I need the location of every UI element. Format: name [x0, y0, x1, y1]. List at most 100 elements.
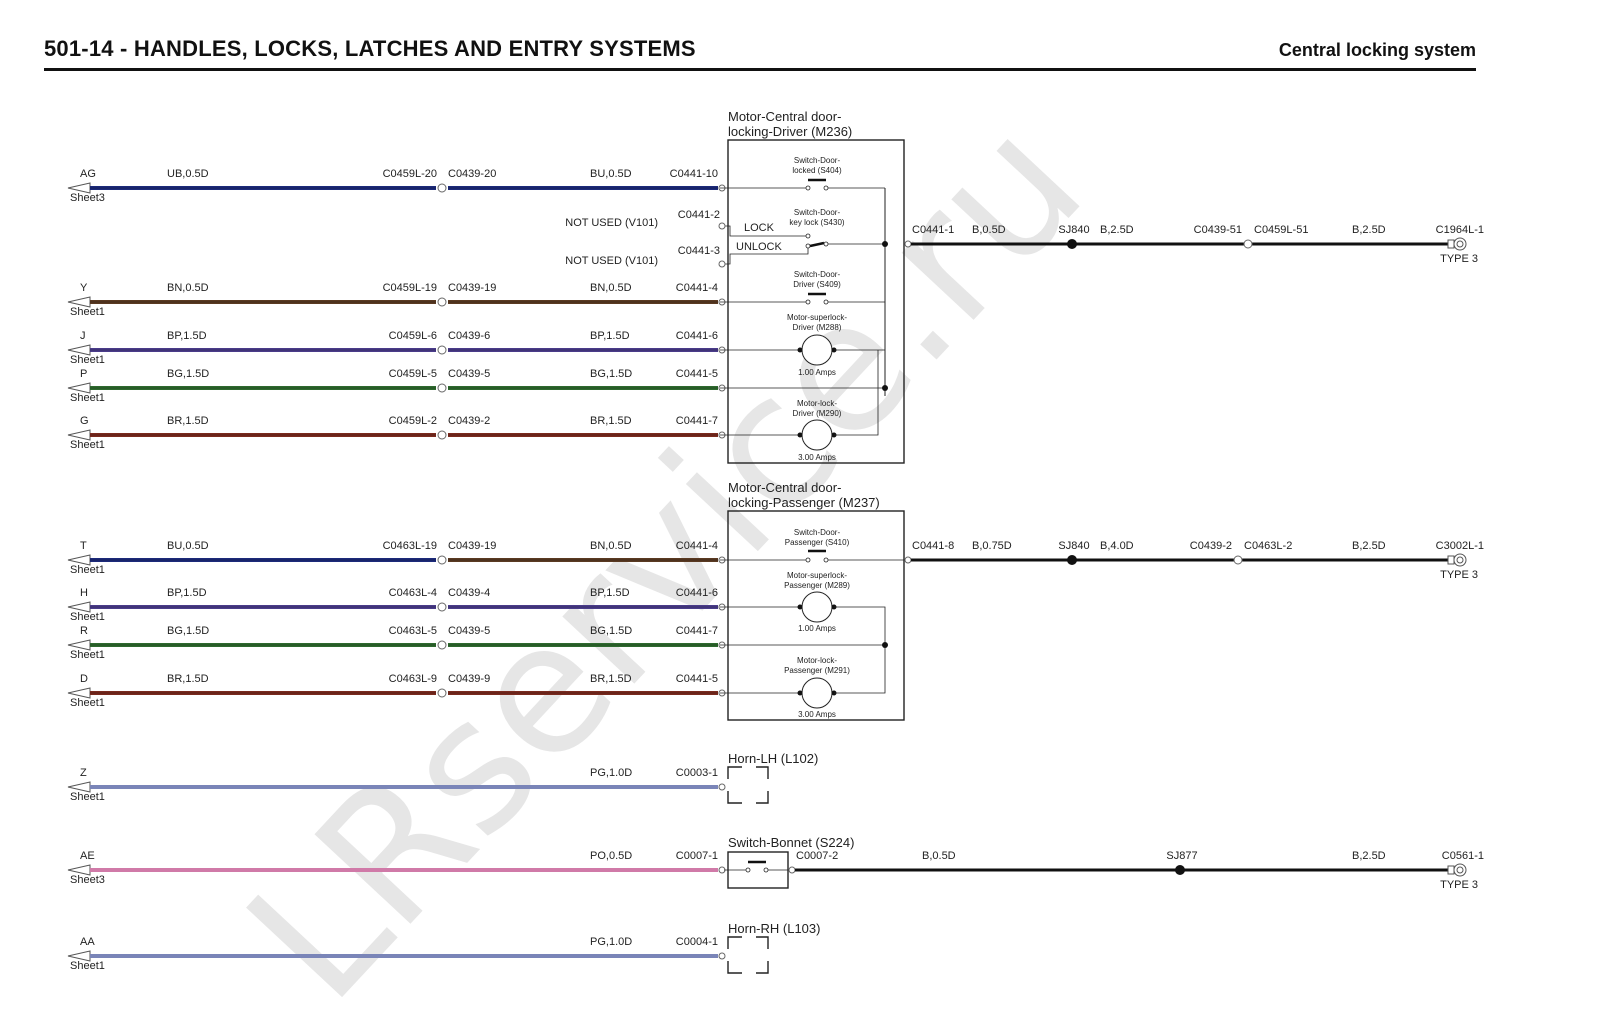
inline-connector-d: [437, 688, 447, 698]
pin-z: [718, 783, 726, 791]
sheet-ref-r: Sheet1: [70, 649, 105, 661]
pin-aa: [718, 952, 726, 960]
ground-end-1: C1964L-1: [1436, 224, 1484, 236]
sheet-ref-p: Sheet1: [70, 392, 105, 404]
inline-connector-t: [437, 555, 447, 565]
horn-lh-symbol: [727, 766, 769, 804]
s430-contact-common: [823, 241, 829, 247]
m237-title-1: Motor-Central door-: [728, 480, 841, 495]
ground-w1-2: B,0.75D: [972, 540, 1012, 552]
conn2-ag: C0439-20: [448, 168, 496, 180]
conn2-y: C0439-19: [448, 282, 496, 294]
m290-motor-symbol: [801, 419, 833, 451]
ground-pin-2: [904, 556, 912, 564]
m289-motor-symbol: [801, 591, 833, 623]
m288-terminal-a: [797, 347, 803, 353]
wire-spec2-aa: PG,1.0D: [590, 936, 632, 948]
module-m237: Motor-Central door- locking-Passenger (M…: [720, 480, 908, 721]
s409-label-1: Switch-Door-: [794, 270, 841, 279]
conn1-h: C0463L-4: [389, 587, 437, 599]
sheet-ref-j: Sheet1: [70, 354, 105, 366]
ground-pin-1: [904, 240, 912, 248]
wire-spec1-ag: UB,0.5D: [167, 168, 209, 180]
bonnet-switch: Switch-Bonnet (S224): [724, 835, 854, 889]
bonnet-label: Switch-Bonnet (S224): [728, 835, 854, 850]
eyelet-stub-1: [1447, 239, 1455, 249]
m291-terminal-a: [797, 690, 803, 696]
ground-w2-1: B,2.5D: [1100, 224, 1134, 236]
m291-label-2: Passenger (M291): [784, 666, 850, 675]
m289-wire-out: [834, 606, 886, 645]
conn1-y: C0459L-19: [383, 282, 437, 294]
m236-box: [727, 139, 905, 464]
wire-id-t: T: [80, 540, 87, 552]
s410-label-2: Passenger (S410): [785, 538, 850, 547]
s409-contact-a: [805, 299, 811, 305]
s430-unlock-wire: [722, 246, 809, 265]
m289-label-2: Passenger (M289): [784, 581, 850, 590]
wire-spec1-g: BR,1.5D: [167, 415, 209, 427]
conn3-j: C0441-6: [676, 330, 718, 342]
wire-spec2-r: BG,1.5D: [590, 625, 632, 637]
eyelet-stub-3: [1447, 865, 1455, 875]
horn-rh-symbol: [727, 936, 769, 974]
s430-label-1: Switch-Door-: [794, 208, 841, 217]
not-used-1: NOT USED (V101): [565, 217, 658, 229]
inline-connector-g: [437, 430, 447, 440]
sheet-ref-ae: Sheet3: [70, 874, 105, 886]
wire-id-h: H: [80, 587, 88, 599]
m236-junction-2: [882, 385, 888, 391]
conn2-t: C0439-19: [448, 540, 496, 552]
s410-label-1: Switch-Door-: [794, 528, 841, 537]
c0441-3-pin: [718, 260, 726, 268]
m290-label-2: Driver (M290): [793, 409, 842, 418]
section-title: 501-14 - HANDLES, LOCKS, LATCHES AND ENT…: [44, 36, 696, 61]
ground-w3-3: B,2.5D: [1352, 850, 1386, 862]
eyelet-inner-3: [1456, 866, 1464, 874]
inline-connector-r: [437, 640, 447, 650]
m288-amps: 1.00 Amps: [798, 368, 836, 377]
conn3-r: C0441-7: [676, 625, 718, 637]
s404-label-2: locked (S404): [792, 166, 842, 175]
ground-c1-1: C0441-1: [912, 224, 954, 236]
conn3-t: C0441-4: [676, 540, 718, 552]
conn1-r: C0463L-5: [389, 625, 437, 637]
conn1-j: C0459L-6: [389, 330, 437, 342]
unlock-label: UNLOCK: [736, 241, 783, 253]
m290-label-1: Motor-lock-: [797, 399, 837, 408]
m290-amps: 3.00 Amps: [798, 453, 836, 462]
wire-spec2-z: PG,1.0D: [590, 767, 632, 779]
conn2-d: C0439-9: [448, 673, 490, 685]
conn3-ae: C0007-1: [676, 850, 718, 862]
wire-id-r: R: [80, 625, 88, 637]
wire-id-g: G: [80, 415, 89, 427]
wire-spec1-p: BG,1.5D: [167, 368, 209, 380]
s430-label-2: key lock (S430): [789, 218, 844, 227]
sheet-ref-ag: Sheet3: [70, 192, 105, 204]
sheet-ref-t: Sheet1: [70, 564, 105, 576]
sheet-ref-aa: Sheet1: [70, 960, 105, 972]
module-m236: Motor-Central door- locking-Driver (M236…: [565, 109, 905, 464]
bonnet-contact-a: [745, 867, 751, 873]
ground-sj-2: SJ840: [1058, 540, 1089, 552]
wire-spec2-t: BN,0.5D: [590, 540, 632, 552]
ground-c3-2: C0463L-2: [1244, 540, 1292, 552]
c0441-3-label: C0441-3: [678, 245, 720, 257]
conn1-ag: C0459L-20: [383, 168, 437, 180]
wire-spec1-j: BP,1.5D: [167, 330, 207, 342]
wire-id-aa: AA: [80, 936, 95, 948]
conn3-g: C0441-7: [676, 415, 718, 427]
wire-spec1-h: BP,1.5D: [167, 587, 207, 599]
m289-amps: 1.00 Amps: [798, 624, 836, 633]
m288-label-1: Motor-superlock-: [787, 313, 847, 322]
splice-2: [1067, 555, 1077, 565]
ground-inline-2: [1233, 555, 1243, 565]
ground-type-2: TYPE 3: [1440, 569, 1478, 581]
ground-c3-1: C0459L-51: [1254, 224, 1308, 236]
